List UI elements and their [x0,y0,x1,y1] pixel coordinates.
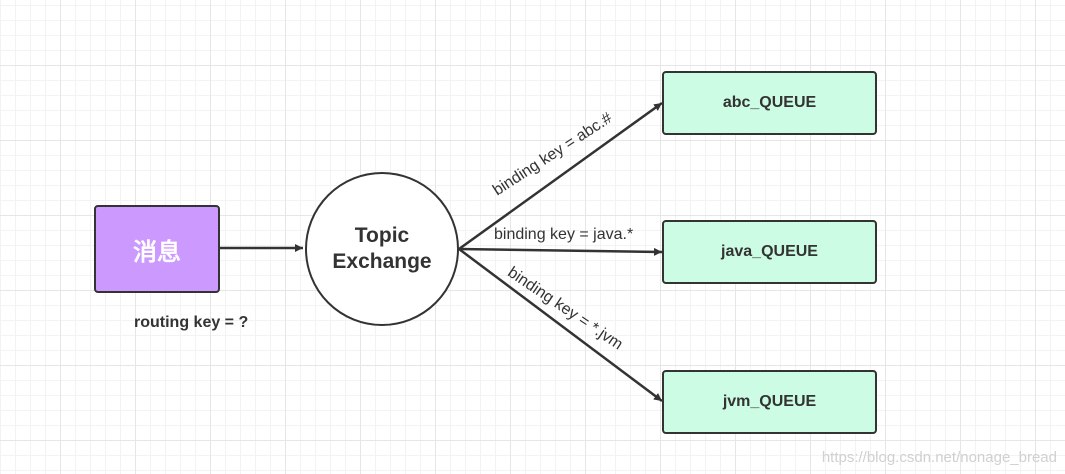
message-label: 消息 [133,237,181,266]
queue-label: java_QUEUE [721,243,818,260]
routing-key-label: routing key = ? [134,314,249,331]
message-node[interactable]: 消息 [94,205,220,293]
exchange-to-java-queue-arrow [458,247,663,256]
jvm-queue-node[interactable]: jvm_QUEUE [662,370,877,434]
exchange-to-abc-queue-arrow [458,101,663,251]
watermark: https://blog.csdn.net/nonage_bread [821,449,1057,466]
exchange-title-line1: Topic [354,224,410,247]
java-queue-node[interactable]: java_QUEUE [662,220,877,284]
queue-label: jvm_QUEUE [722,393,817,410]
binding-key-label-java: binding key = java.* [494,226,634,243]
queue-label: abc_QUEUE [722,94,817,111]
exchange-title-line2: Exchange [332,250,432,273]
abc-queue-node[interactable]: abc_QUEUE [662,71,877,135]
topic-exchange-node[interactable]: Topic Exchange [305,172,459,326]
exchange-to-jvm-queue-arrow [458,247,663,403]
